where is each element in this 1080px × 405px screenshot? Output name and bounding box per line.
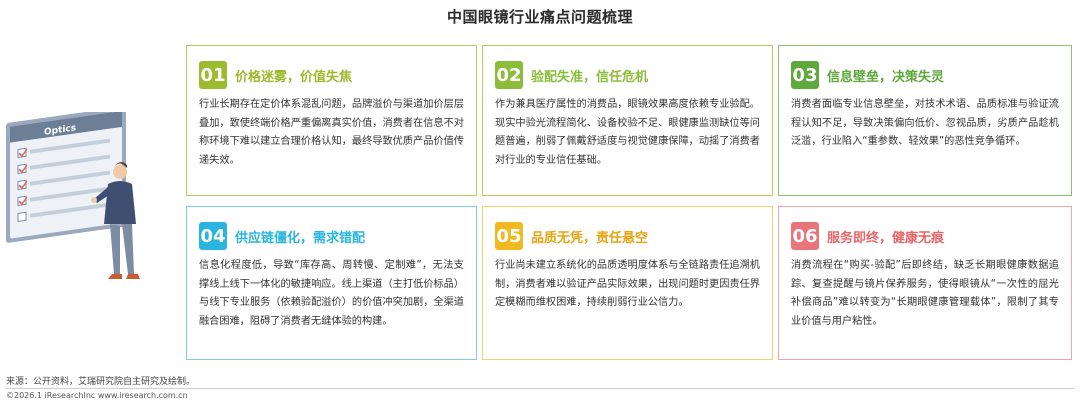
card-06-number: 06 xyxy=(791,222,819,250)
card-02-body: 作为兼具医疗属性的消费品，眼镜效果高度依赖专业验配。现实中验光流程简化、设备校验… xyxy=(495,99,760,166)
presenter-person xyxy=(91,162,140,279)
page-title: 中国眼镜行业痛点问题梳理 xyxy=(446,8,633,26)
card-06-body: 消费流程在“购买-验配”后即终结，缺乏长期眼健康数据追踪、复查提醒与镜片保养服务… xyxy=(791,260,1059,327)
board-label: Optics xyxy=(44,123,76,137)
board-checklist xyxy=(17,138,110,223)
board-header xyxy=(10,112,122,143)
presenter-illustration: Optics xyxy=(6,112,140,279)
card-06: 06 服务即终，健康无痕 消费流程在“购买-验配”后即终结，缺乏长期眼健康数据追… xyxy=(778,206,1072,360)
card-04-body: 信息化程度低，导致“库存高、周转慢、定制难”，无法支撑线上线下一体化的敏捷响应。… xyxy=(199,260,464,327)
card-04-title: 供应链僵化，需求错配 xyxy=(235,230,366,246)
card-04-number: 04 xyxy=(199,222,227,250)
card-05-body: 行业尚未建立系统化的品质透明度体系与全链路责任追溯机制，消费者难以验证产品实际效… xyxy=(495,260,760,308)
card-01-body: 行业长期存在定价体系混乱问题，品牌溢价与渠道加价层层叠加，致使终端价格严重偏离真… xyxy=(199,99,464,166)
card-03: 03 信息壁垒，决策失灵 消费者面临专业信息壁垒，对技术术语、品质标准与验证流程… xyxy=(778,45,1072,196)
card-05: 05 品质无凭，责任悬空 行业尚未建立系统化的品质透明度体系与全链路责任追溯机制… xyxy=(482,206,773,360)
card-01-number: 01 xyxy=(199,61,227,89)
card-03-number: 03 xyxy=(791,61,819,89)
card-02-title: 验配失准，信任危机 xyxy=(531,69,649,85)
card-02-number: 02 xyxy=(495,61,523,89)
copyright-note: ©2026.1 iResearchInc www.iresearch.com.c… xyxy=(6,391,188,400)
card-05-number: 05 xyxy=(495,222,523,250)
card-05-title: 品质无凭，责任悬空 xyxy=(531,230,649,246)
card-02: 02 验配失准，信任危机 作为兼具医疗属性的消费品，眼镜效果高度依赖专业验配。现… xyxy=(482,45,773,196)
card-03-body: 消费者面临专业信息壁垒，对技术术语、品质标准与验证流程认知不足，导致决策偏向低价… xyxy=(791,99,1059,147)
footer-divider xyxy=(6,388,1074,389)
card-04: 04 供应链僵化，需求错配 信息化程度低，导致“库存高、周转慢、定制难”，无法支… xyxy=(186,206,477,360)
card-03-title: 信息壁垒，决策失灵 xyxy=(827,69,945,85)
card-06-title: 服务即终，健康无痕 xyxy=(827,230,945,246)
card-01-title: 价格迷雾，价值失焦 xyxy=(235,69,353,85)
card-01: 01 价格迷雾，价值失焦 行业长期存在定价体系混乱问题，品牌溢价与渠道加价层层叠… xyxy=(186,45,477,196)
source-note: 来源：公开资料，艾瑞研究院自主研究及绘制。 xyxy=(6,377,196,387)
